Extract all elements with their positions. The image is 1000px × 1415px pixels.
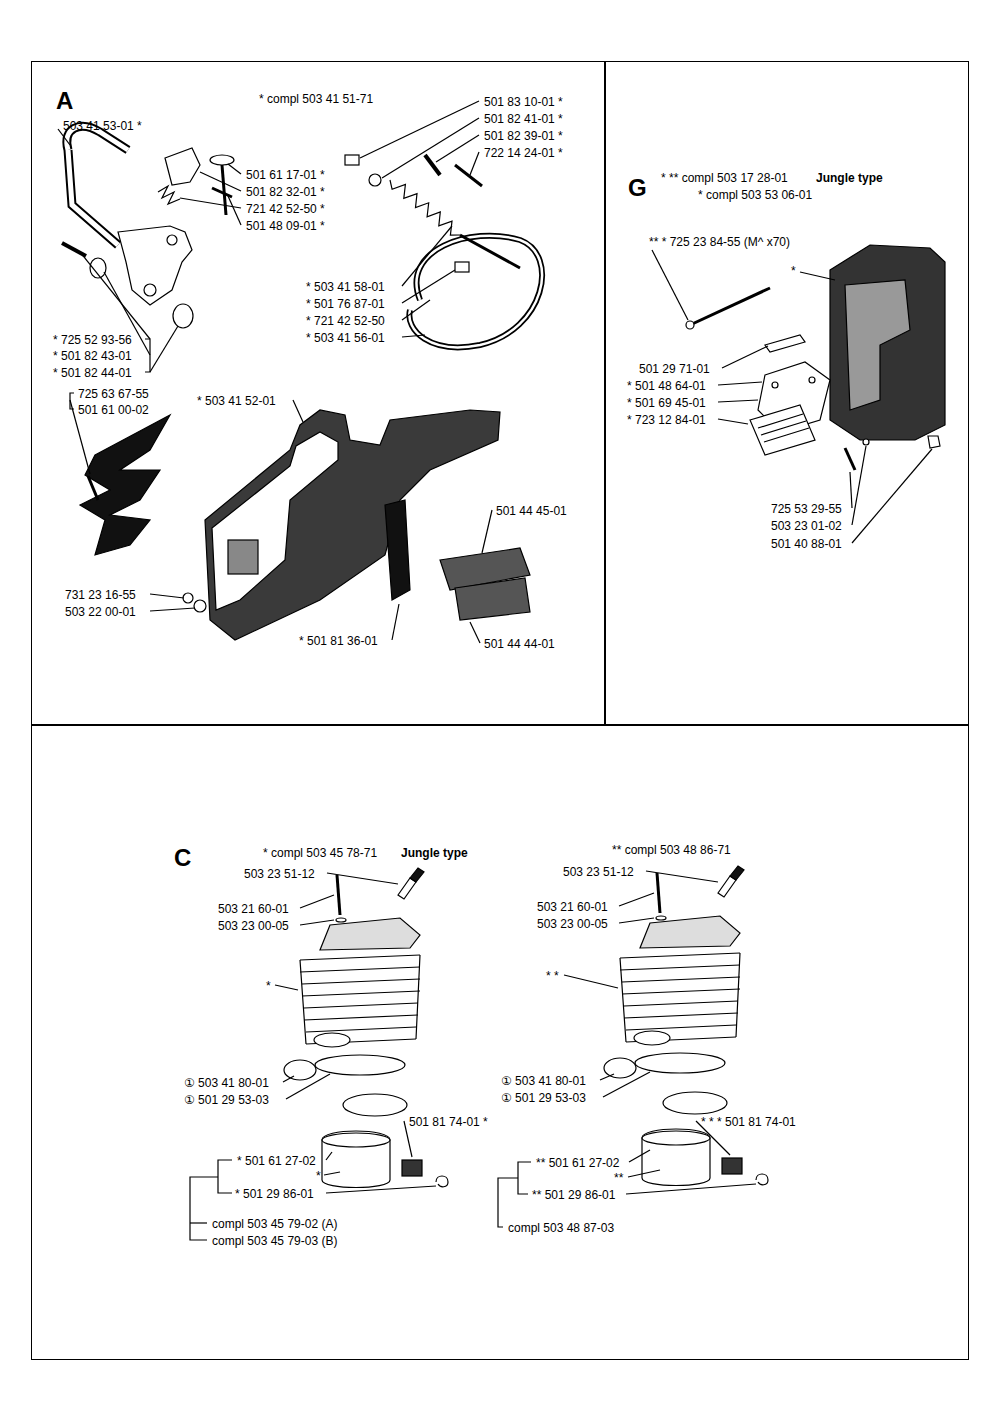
part-number: 503 23 01-02 bbox=[771, 518, 842, 534]
part-number: 503 23 00-05 bbox=[537, 916, 608, 932]
part-number: 501 83 10-01 * bbox=[484, 94, 563, 110]
part-number: ① 501 29 53-03 bbox=[184, 1092, 269, 1108]
part-number: 501 82 32-01 * bbox=[246, 184, 325, 200]
part-number: 721 42 52-50 * bbox=[246, 201, 325, 217]
part-number: 501 82 41-01 * bbox=[484, 111, 563, 127]
part-number: ** * 725 23 84-55 (M^ x70) bbox=[649, 234, 790, 250]
part-number: 503 21 60-01 bbox=[537, 899, 608, 915]
part-number: 503 23 00-05 bbox=[218, 918, 289, 934]
part-number: * 723 12 84-01 bbox=[627, 412, 706, 428]
section-letter: A bbox=[56, 87, 73, 115]
part-number: ① 501 29 53-03 bbox=[501, 1090, 586, 1106]
part-number: 722 14 24-01 * bbox=[484, 145, 563, 161]
part-number: 501 40 88-01 bbox=[771, 536, 842, 552]
part-number: * compl 503 41 51-71 bbox=[259, 91, 373, 107]
part-number: 501 82 39-01 * bbox=[484, 128, 563, 144]
part-number: 501 61 17-01 * bbox=[246, 167, 325, 183]
part-number: * 501 82 43-01 bbox=[53, 348, 132, 364]
part-number: 501 61 00-02 bbox=[78, 402, 149, 418]
part-number: 501 44 44-01 bbox=[484, 636, 555, 652]
part-number: * 501 81 36-01 bbox=[299, 633, 378, 649]
part-number: 501 81 74-01 * bbox=[409, 1114, 488, 1130]
part-number: compl 503 45 79-03 (B) bbox=[212, 1233, 337, 1249]
part-number: 503 41 53-01 * bbox=[63, 118, 142, 134]
figure-panel: A * compl 503 41 51-71 503 41 53-01 * 501 6… bbox=[31, 61, 605, 725]
part-number: 503 21 60-01 bbox=[218, 901, 289, 917]
part-number: * compl 503 45 78-71 bbox=[263, 845, 377, 861]
figure-panel: G * ** compl 503 17 28-01 Jungle type* com… bbox=[605, 61, 969, 725]
part-number: compl 503 48 87-03 bbox=[508, 1220, 614, 1236]
part-number: * 725 52 93-56 bbox=[53, 332, 132, 348]
section-letter: C bbox=[174, 844, 191, 872]
part-number: 501 44 45-01 bbox=[496, 503, 567, 519]
part-number: * 503 41 58-01 bbox=[306, 279, 385, 295]
part-number: 503 23 51-12 bbox=[244, 866, 315, 882]
part-number: Jungle type bbox=[816, 170, 883, 186]
part-number: 725 63 67-55 bbox=[78, 386, 149, 402]
section-letter: G bbox=[628, 174, 647, 202]
part-number: 725 53 29-55 bbox=[771, 501, 842, 517]
part-number: ** bbox=[614, 1170, 623, 1186]
figure-panel: C * compl 503 45 78-71 Jungle type 503 23 5… bbox=[31, 725, 969, 1360]
part-number: * 501 69 45-01 bbox=[627, 395, 706, 411]
part-number: * ** compl 503 17 28-01 bbox=[661, 170, 788, 186]
part-number: * bbox=[791, 263, 796, 279]
part-number: 731 23 16-55 bbox=[65, 587, 136, 603]
part-number: 503 23 51-12 bbox=[563, 864, 634, 880]
part-number: * compl 503 53 06-01 bbox=[698, 187, 812, 203]
part-number: ** compl 503 48 86-71 bbox=[612, 842, 731, 858]
part-number: * 721 42 52-50 bbox=[306, 313, 385, 329]
part-number: * bbox=[266, 978, 271, 994]
part-number: * 503 41 56-01 bbox=[306, 330, 385, 346]
part-number: * * * 501 81 74-01 bbox=[701, 1114, 796, 1130]
part-number: 503 22 00-01 bbox=[65, 604, 136, 620]
part-number: * 501 61 27-02 bbox=[237, 1153, 316, 1169]
part-number: * * bbox=[546, 968, 559, 984]
part-number: ① 503 41 80-01 bbox=[501, 1073, 586, 1089]
part-number: Jungle type bbox=[401, 845, 468, 861]
part-number: * 501 29 86-01 bbox=[235, 1186, 314, 1202]
part-number: * bbox=[316, 1168, 321, 1184]
part-number: * 501 48 64-01 bbox=[627, 378, 706, 394]
part-number: 501 48 09-01 * bbox=[246, 218, 325, 234]
part-number: ① 503 41 80-01 bbox=[184, 1075, 269, 1091]
part-number: 501 29 71-01 bbox=[639, 361, 710, 377]
part-number: * 503 41 52-01 bbox=[197, 393, 276, 409]
part-number: * 501 82 44-01 bbox=[53, 365, 132, 381]
part-number: ** 501 29 86-01 bbox=[532, 1187, 615, 1203]
part-number: ** 501 61 27-02 bbox=[536, 1155, 619, 1171]
part-number: compl 503 45 79-02 (A) bbox=[212, 1216, 337, 1232]
part-number: * 501 76 87-01 bbox=[306, 296, 385, 312]
